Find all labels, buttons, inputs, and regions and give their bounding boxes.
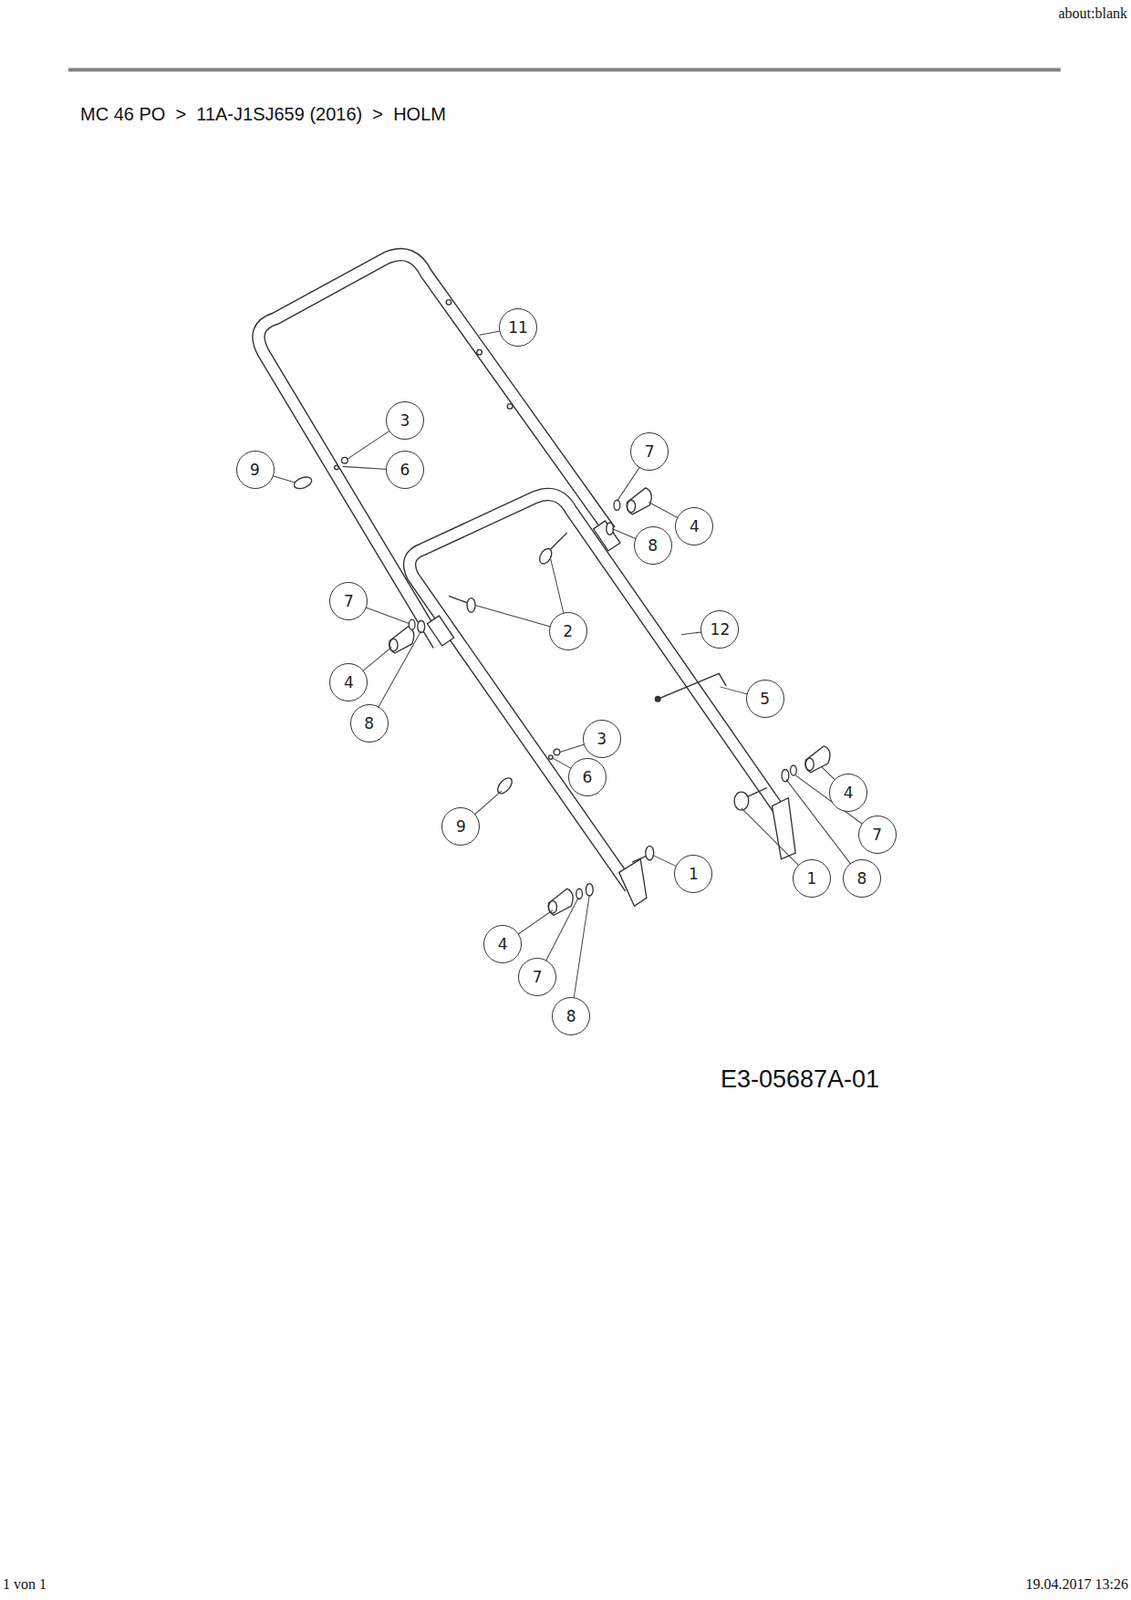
callout-number: 4 [483,924,522,964]
cable [654,673,727,702]
drawing-number: E3-05687A-01 [720,1065,880,1094]
callout-number: 4 [329,663,368,702]
parts [292,300,831,916]
callout-number: 7 [329,581,368,621]
page-count: 1 von 1 [2,1576,47,1593]
callout-number: 6 [568,757,607,797]
callout-number: 2 [549,612,588,651]
callout-number: 8 [350,704,389,743]
callout-number: 9 [441,807,480,846]
callout-number: 12 [700,610,739,649]
callout-number: 1 [792,859,831,898]
callout-number: 5 [746,679,785,718]
callout-number: 7 [630,432,669,471]
header-rule [68,67,1061,72]
callout-number: 6 [385,450,425,489]
callout-number: 4 [674,507,714,546]
callout-number: 4 [829,773,868,812]
callout-number: 8 [551,996,591,1036]
leader-lines [255,327,878,1017]
callout-number: 3 [582,719,622,758]
callout-number: 7 [858,815,897,854]
print-timestamp: 19.04.2017 13:26 [1026,1576,1129,1593]
callout-number: 9 [236,450,275,489]
callout-number: 11 [498,308,538,347]
callout-number: 3 [385,401,425,440]
callout-number: 7 [518,957,557,997]
breadcrumb-title: MC 46 PO > 11A-J1SJ659 (2016) > HOLM [80,103,447,125]
callout-number: 1 [674,854,713,893]
callout-number: 8 [633,526,673,565]
browser-header: about:blank [1058,5,1128,22]
callout-number: 8 [842,859,882,898]
handle-tubes [259,254,781,888]
